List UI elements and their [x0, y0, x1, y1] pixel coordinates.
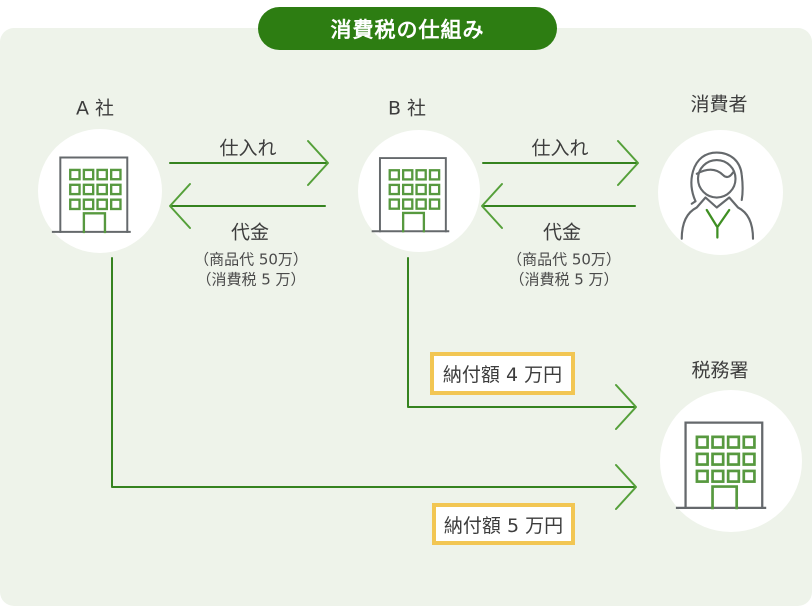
consumer-label: 消費者 — [690, 93, 748, 116]
company-b-node — [358, 130, 480, 252]
building-icon — [51, 156, 131, 234]
company-b-label: B 社 — [387, 97, 427, 120]
consumer-node — [658, 130, 783, 255]
building-icon — [675, 421, 767, 510]
payment-detail-tax-a-b: （消費税 5 万） — [196, 270, 306, 289]
payment-label-consumer-b: 代金 — [542, 221, 582, 244]
payment-detail-goods-a-b: （商品代 50万） — [194, 250, 308, 269]
page-title: 消費税の仕組み — [258, 7, 557, 50]
tax-amount-box-a: 納付額 5 万円 — [432, 503, 575, 545]
tax-office-label: 税務署 — [691, 359, 749, 382]
tax-amount-box-b: 納付額 4 万円 — [430, 352, 575, 395]
person-icon — [680, 151, 755, 240]
building-icon — [371, 157, 450, 233]
company-a-node — [38, 129, 162, 253]
company-a-label: A 社 — [75, 97, 115, 120]
payment-detail-goods-b-consumer: （商品代 50万） — [507, 250, 621, 269]
payment-label-b-a: 代金 — [230, 221, 270, 244]
purchase-label-a-b: 仕入れ — [219, 137, 277, 160]
payment-detail-tax-b-consumer: （消費税 5 万） — [509, 270, 619, 289]
tax-office-node — [660, 390, 802, 532]
purchase-label-b-consumer: 仕入れ — [531, 137, 589, 160]
